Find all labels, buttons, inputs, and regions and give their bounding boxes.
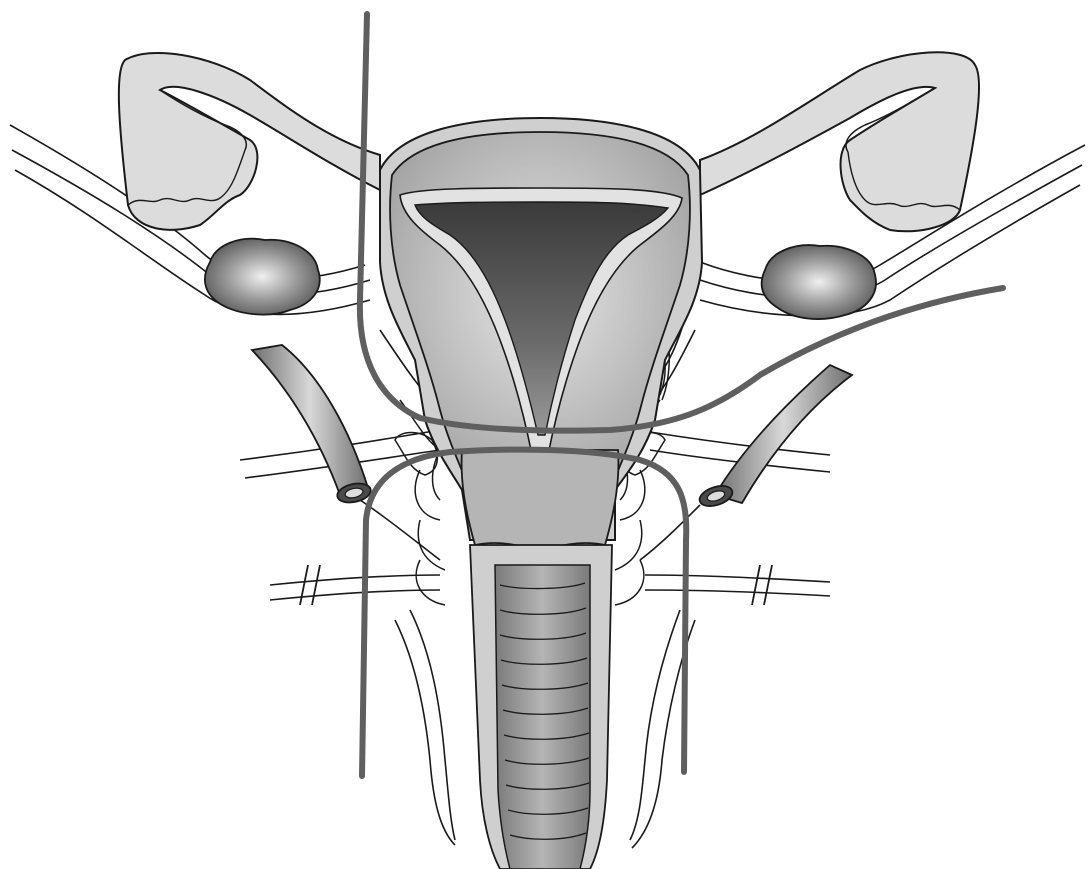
fallopian-tube-left bbox=[119, 53, 380, 230]
ovary-right bbox=[762, 245, 876, 319]
ovary-left bbox=[205, 239, 320, 315]
ureter-right bbox=[697, 365, 852, 510]
vagina bbox=[470, 545, 612, 869]
ureter-left bbox=[252, 345, 372, 505]
fallopian-tube-right bbox=[700, 52, 979, 231]
